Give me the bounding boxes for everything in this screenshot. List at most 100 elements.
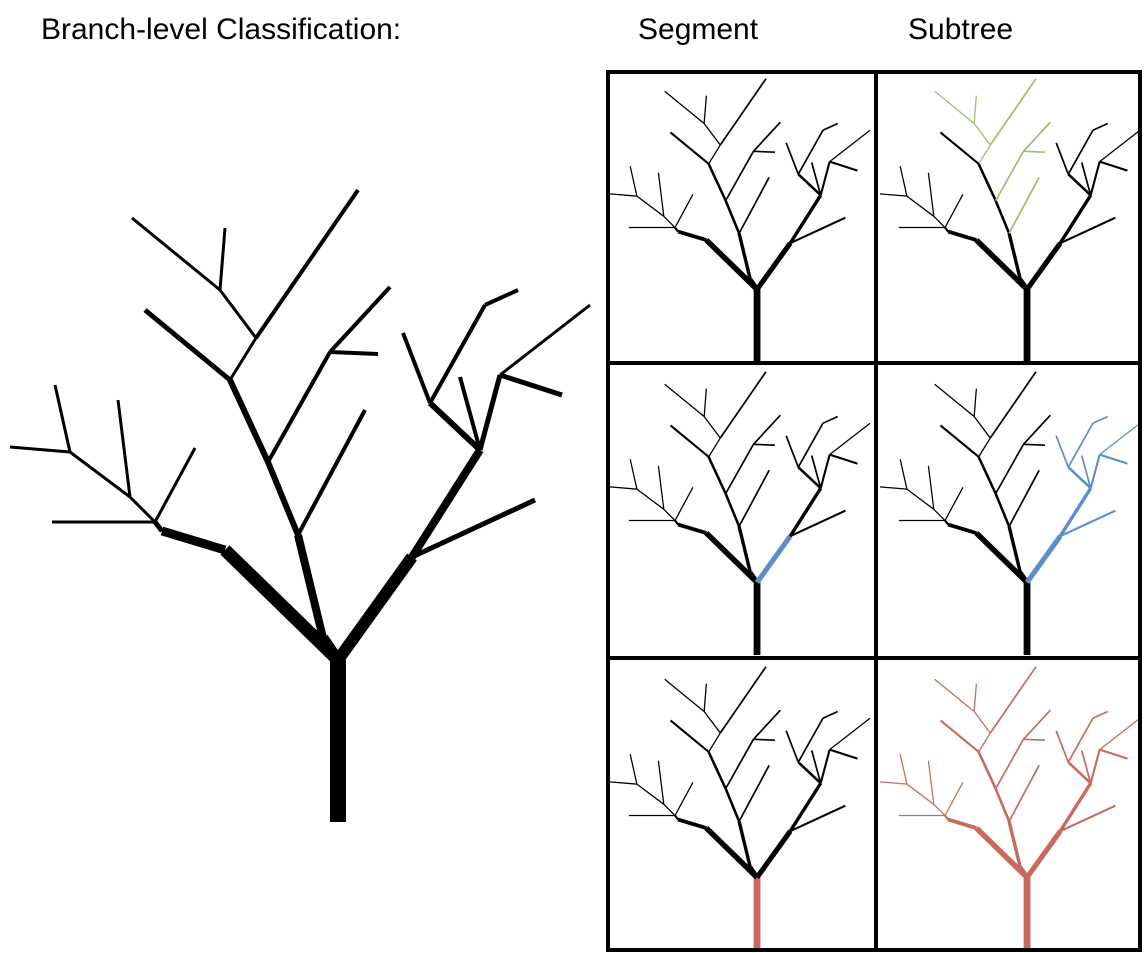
panel-segment-blue <box>609 371 871 656</box>
tree-branch <box>752 121 781 152</box>
tree-branch <box>9 445 71 454</box>
tree-branch <box>974 238 1029 292</box>
tree-branch <box>1022 414 1051 445</box>
tree-branch <box>674 194 694 228</box>
highlighted-branch <box>906 783 935 805</box>
tree-branch <box>707 456 727 495</box>
tree-branch <box>328 285 392 354</box>
tree-branch <box>754 241 793 291</box>
tree-branch <box>669 719 710 753</box>
tree-branch <box>708 732 721 753</box>
tree-branch <box>677 522 707 535</box>
tree-branch <box>719 666 767 734</box>
tree-branch <box>143 308 232 382</box>
highlighted-branch <box>1080 455 1092 489</box>
highlighted-branch <box>1099 717 1141 751</box>
tree-branch <box>1058 194 1093 245</box>
tree-branch <box>819 161 831 196</box>
tree-branch <box>819 454 831 489</box>
tree-branch <box>629 165 638 197</box>
tree-branch <box>822 415 839 425</box>
highlighted-branch <box>1092 710 1109 720</box>
tree-branch <box>664 90 705 125</box>
tree-branch <box>724 493 741 527</box>
tree-branch <box>629 458 638 490</box>
tree-branch <box>674 782 694 816</box>
highlighted-branch <box>1055 435 1070 468</box>
tree-branch <box>819 749 831 784</box>
tree-branch <box>753 738 776 742</box>
tree-branch <box>657 465 665 510</box>
highlighted-branch <box>978 144 991 165</box>
tree-branch <box>669 131 710 165</box>
tree-branch <box>944 519 949 526</box>
highlighted-branch <box>1024 534 1063 584</box>
tree-branch <box>829 453 858 465</box>
tree-branch <box>939 131 980 165</box>
tree-branch <box>296 409 367 536</box>
tree-branch <box>829 129 871 163</box>
tree-branch <box>1023 443 1046 447</box>
tree-branch <box>934 383 975 418</box>
highlighted-branch <box>1099 422 1141 456</box>
highlighted-branch <box>1023 738 1046 742</box>
tree-branch <box>724 443 755 495</box>
highlighted-branch <box>1024 829 1063 879</box>
highlighted-branch <box>973 711 991 734</box>
tree-branch <box>933 508 946 521</box>
tree-branch <box>669 424 710 458</box>
tree-branch <box>788 194 823 245</box>
tree-branch <box>977 456 997 495</box>
tree-branch <box>944 194 964 228</box>
tree-branch <box>789 804 846 833</box>
highlighted-branch <box>994 788 1011 822</box>
tree-branch <box>218 227 227 291</box>
highlighted-branch <box>1055 730 1070 763</box>
tree-branch <box>753 150 776 154</box>
tree-branch <box>657 172 665 217</box>
tree-branch <box>254 188 360 340</box>
tree-branch <box>829 717 871 751</box>
highlighted-branch <box>1007 820 1022 868</box>
tree-branch <box>789 509 846 538</box>
tree-branch <box>69 450 131 499</box>
tree-branch <box>1089 161 1101 196</box>
tree-branch <box>674 814 679 821</box>
tree-branch <box>899 165 908 197</box>
tree-branch <box>906 488 935 510</box>
highlighted-branch <box>1099 453 1128 465</box>
tree-branch <box>879 486 907 490</box>
tree-branch <box>428 304 487 404</box>
tree-branch <box>663 508 676 521</box>
tree-branch <box>797 466 822 490</box>
tree-branch <box>977 163 997 202</box>
highlighted-branch <box>944 782 964 816</box>
highlighted-branch <box>989 78 1037 146</box>
tree-branch <box>989 371 1037 439</box>
tree-branch <box>674 519 679 526</box>
tree-branch <box>973 388 978 417</box>
tree-branch <box>1059 216 1116 245</box>
tree-branch <box>266 351 332 463</box>
tree-branch <box>707 751 727 790</box>
tree-branch <box>737 820 752 868</box>
page-title: Branch-level Classification: <box>41 13 402 46</box>
tree-branch <box>499 372 563 398</box>
tree-branch <box>657 760 665 805</box>
highlighted-branch <box>1059 509 1116 538</box>
panel-segment-green <box>609 78 871 363</box>
tree-branch <box>899 458 908 490</box>
tree-branch <box>704 826 759 880</box>
tree-branch <box>116 399 132 498</box>
tree-branch <box>785 435 800 468</box>
tree-branch <box>994 443 1025 495</box>
tree-branch <box>724 738 755 790</box>
tree-branch <box>752 709 781 740</box>
tree-branch <box>128 495 157 524</box>
tree-branch <box>754 829 793 879</box>
highlighted-branch <box>1089 454 1101 489</box>
highlighted-branch <box>879 781 907 785</box>
tree-branch <box>707 163 727 202</box>
tree-branch <box>927 465 935 510</box>
panel-subtree-green <box>879 78 1141 363</box>
